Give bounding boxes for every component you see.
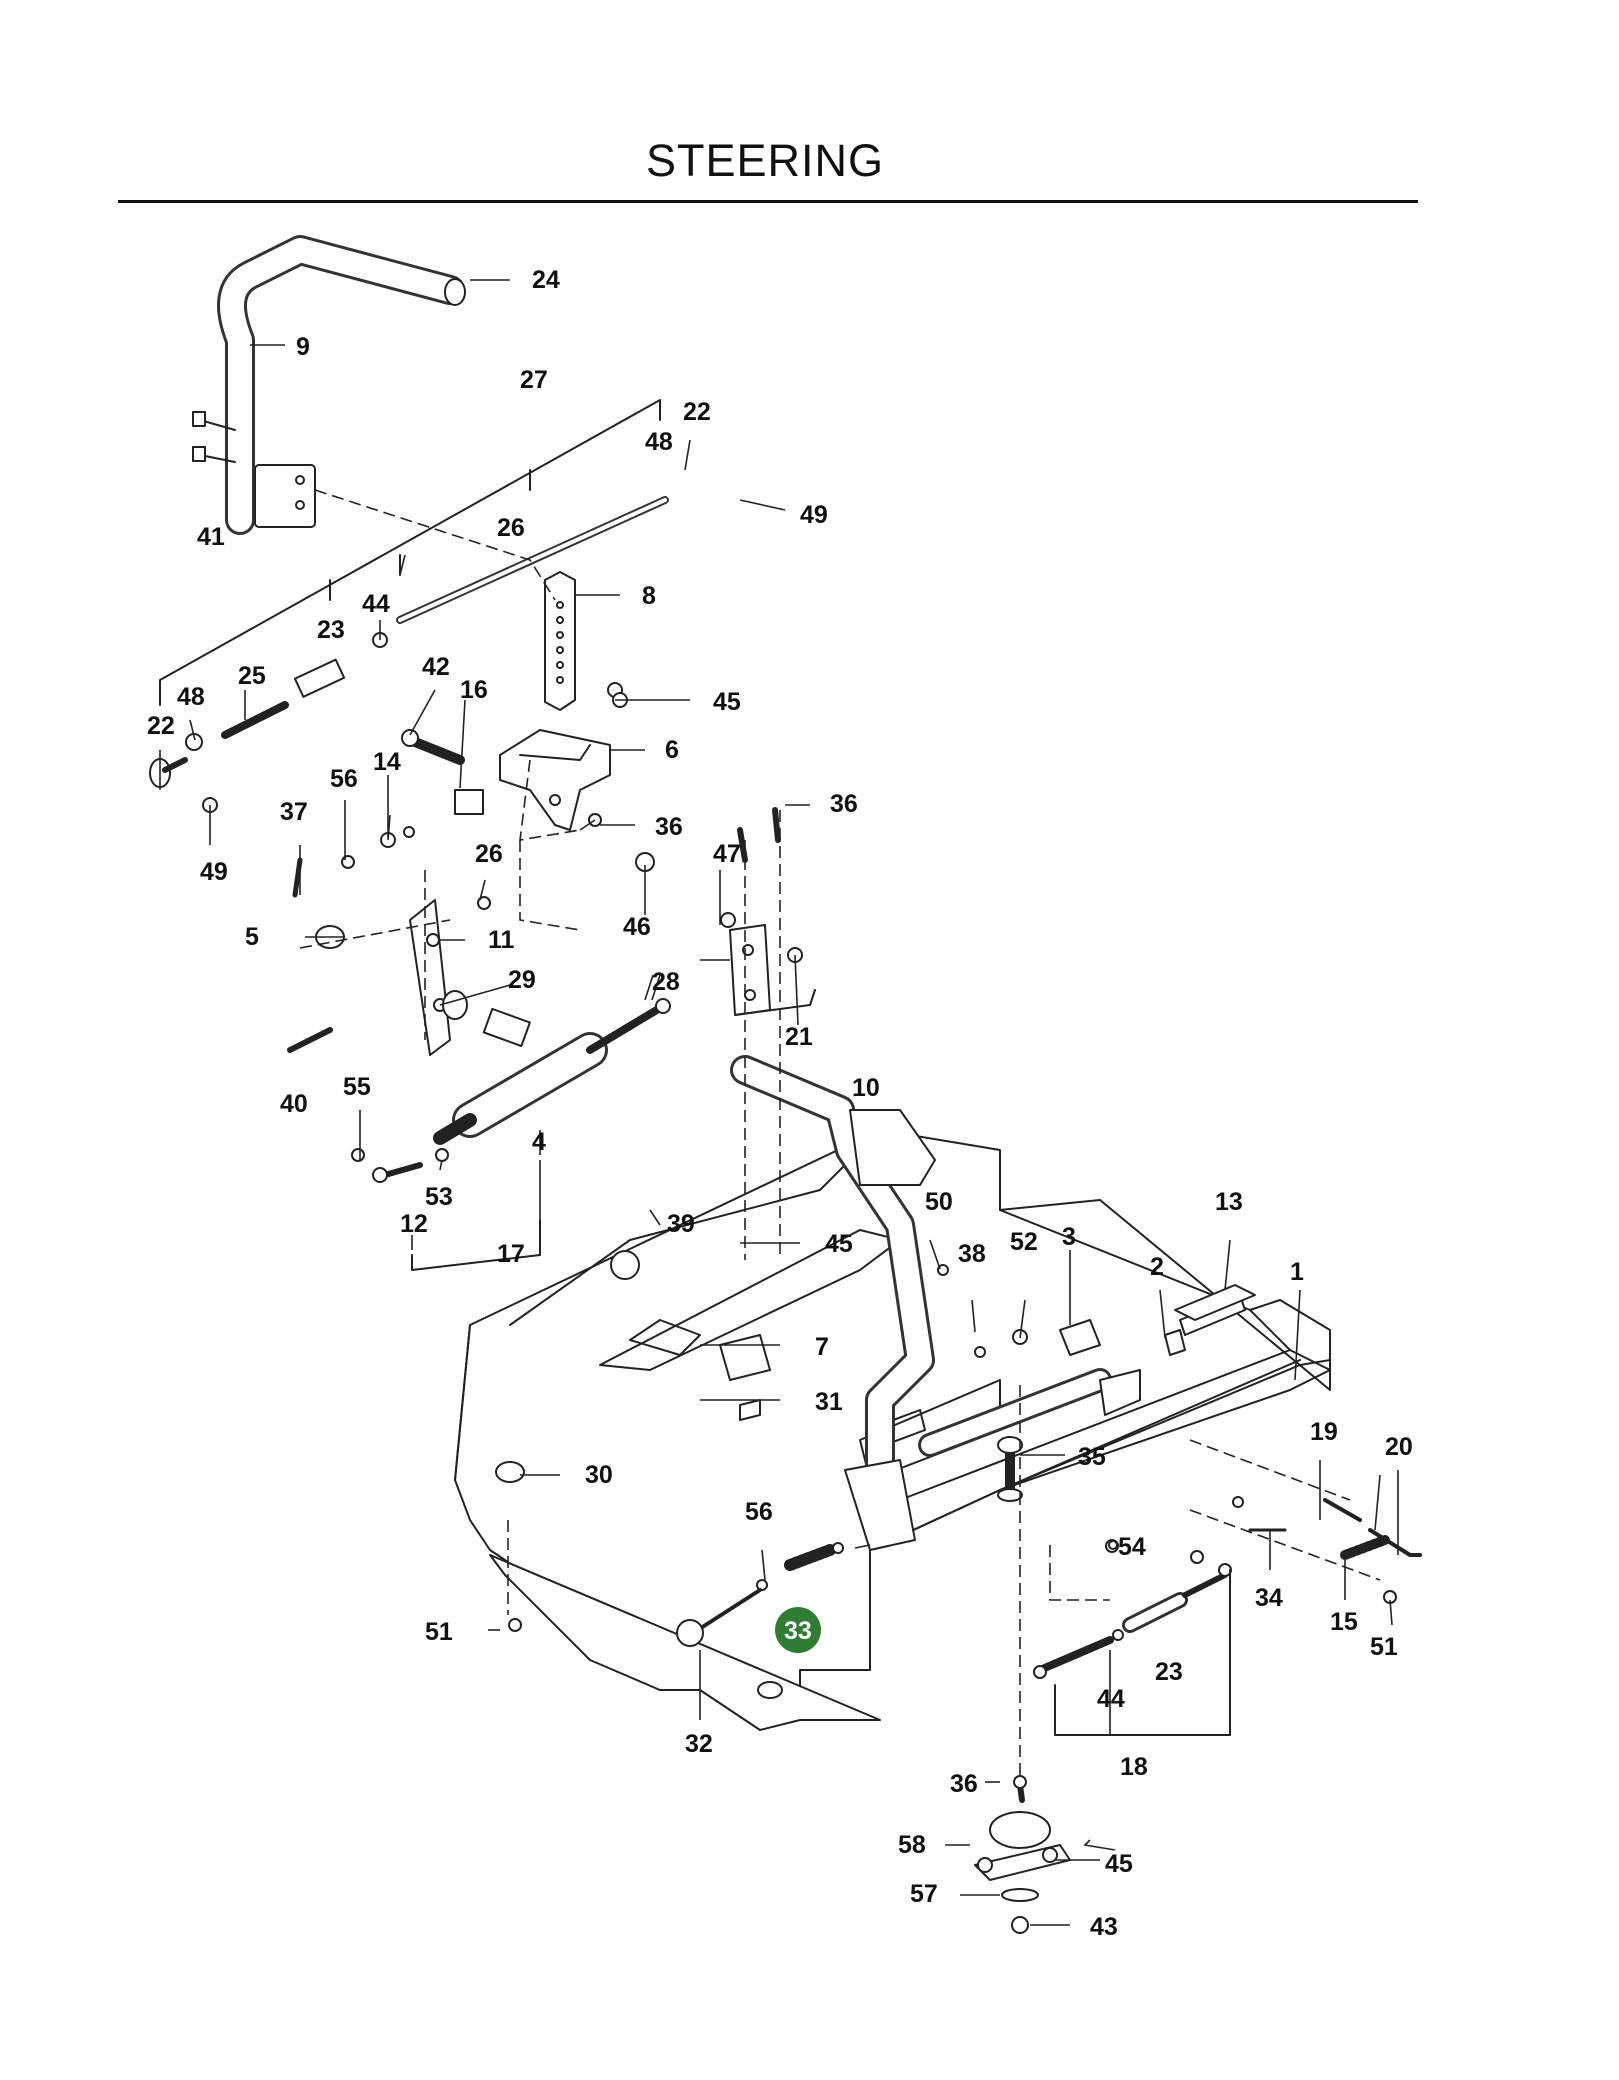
- adjustment-plate-8: [544, 571, 576, 711]
- callout-36-top: 36: [830, 790, 858, 818]
- callout-38: 38: [958, 1240, 986, 1268]
- callout-33-highlighted: 33: [784, 1617, 812, 1645]
- callout-54: 54: [1118, 1533, 1146, 1561]
- callout-25: 25: [238, 662, 266, 690]
- callout-30: 30: [585, 1461, 613, 1489]
- callout-29: 29: [508, 966, 536, 994]
- callout-13: 13: [1215, 1188, 1243, 1216]
- callout-34: 34: [1255, 1584, 1283, 1612]
- callout-31: 31: [815, 1388, 843, 1416]
- callout-20: 20: [1385, 1433, 1413, 1461]
- callout-51-right: 51: [1370, 1633, 1398, 1661]
- callout-1: 1: [1290, 1258, 1304, 1286]
- callout-50: 50: [925, 1188, 953, 1216]
- callout-32: 32: [685, 1730, 713, 1758]
- callout-22-right: 22: [683, 398, 711, 426]
- callout-45-mid: 45: [825, 1230, 853, 1258]
- callout-3: 3: [1062, 1223, 1076, 1251]
- title-divider: [118, 200, 1418, 203]
- callout-9: 9: [296, 333, 310, 361]
- hex-bolts-41: [192, 411, 236, 463]
- callout-37: 37: [280, 798, 308, 826]
- callout-15: 15: [1330, 1608, 1358, 1636]
- callout-49-left: 49: [200, 858, 228, 886]
- callout-40: 40: [280, 1090, 308, 1118]
- callout-18: 18: [1120, 1753, 1148, 1781]
- callout-23-bottom: 23: [1155, 1658, 1183, 1686]
- callout-43: 43: [1090, 1913, 1118, 1941]
- highlight-badge: [775, 1607, 821, 1653]
- callout-42: 42: [422, 653, 450, 681]
- callout-16: 16: [460, 676, 488, 704]
- callout-22-left: 22: [147, 712, 175, 740]
- callout-39: 39: [667, 1210, 695, 1238]
- callout-26-mid: 26: [475, 840, 503, 868]
- callout-56-bottom: 56: [745, 1498, 773, 1526]
- callout-36-bottom: 36: [950, 1770, 978, 1798]
- callout-28: 28: [652, 968, 680, 996]
- callout-55: 55: [343, 1073, 371, 1101]
- callout-51-left: 51: [425, 1618, 453, 1646]
- callout-49-right: 49: [800, 501, 828, 529]
- callout-11: 11: [488, 926, 515, 954]
- callout-26-top: 26: [497, 514, 525, 542]
- callout-6: 6: [665, 736, 679, 764]
- callout-24: 24: [532, 266, 560, 294]
- steering-lever-left: [217, 235, 466, 535]
- isolator-mount-58: [974, 1811, 1071, 1881]
- callout-19: 19: [1310, 1418, 1338, 1446]
- callout-52: 52: [1010, 1228, 1038, 1256]
- callout-21: 21: [785, 1023, 813, 1051]
- callout-46: 46: [623, 913, 651, 941]
- callout-57: 57: [910, 1880, 938, 1908]
- callout-10: 10: [852, 1074, 880, 1102]
- callout-41: 41: [197, 523, 225, 551]
- callout-48-right: 48: [645, 428, 673, 456]
- callout-12: 12: [400, 1210, 428, 1238]
- steering-lever-right: [730, 1055, 936, 1551]
- callout-2: 2: [1150, 1253, 1164, 1281]
- callout-5: 5: [245, 923, 259, 951]
- callout-44-top: 44: [362, 590, 390, 618]
- callout-7: 7: [815, 1333, 829, 1361]
- callout-35: 35: [1078, 1443, 1106, 1471]
- callout-8: 8: [642, 582, 656, 610]
- callout-14: 14: [373, 748, 401, 776]
- callout-45-top: 45: [713, 688, 741, 716]
- callout-47: 47: [713, 840, 741, 868]
- callout-23-top: 23: [317, 616, 345, 644]
- mount-bracket-6: [499, 682, 628, 831]
- callout-36-mid: 36: [655, 813, 683, 841]
- right-frame-rail: [899, 1209, 1331, 1501]
- callout-45-bottom: 45: [1105, 1850, 1133, 1878]
- callout-4: 4: [532, 1128, 546, 1156]
- page-title: STEERING: [645, 135, 885, 186]
- callout-58: 58: [898, 1831, 926, 1859]
- callout-48-left: 48: [177, 683, 205, 711]
- callout-27: 27: [520, 366, 548, 394]
- callout-44-bottom: 44: [1097, 1685, 1125, 1713]
- callout-53: 53: [425, 1183, 453, 1211]
- bracket-28: [729, 924, 816, 1016]
- callout-17: 17: [497, 1240, 525, 1268]
- damper-4: [433, 998, 671, 1145]
- callout-56-top: 56: [330, 765, 358, 793]
